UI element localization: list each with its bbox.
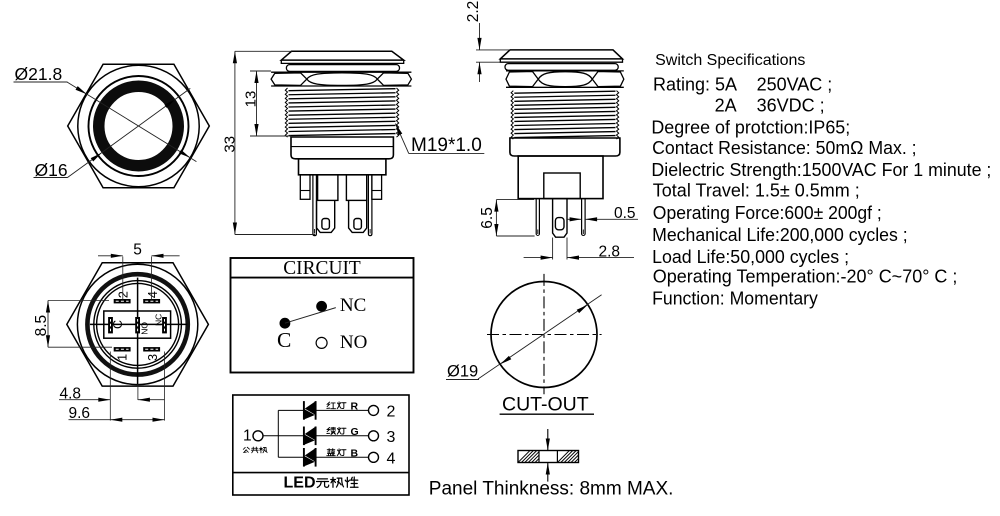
svg-text:2: 2 [387,404,396,421]
svg-text:2.2: 2.2 [465,1,482,23]
svg-text:36VDC ;: 36VDC ; [757,96,825,116]
svg-text:CIRCUIT: CIRCUIT [283,258,361,279]
svg-text:Dielectric Strength:1500VAC Fo: Dielectric Strength:1500VAC For 1 minute… [651,160,991,180]
svg-text:Panel Thinkness: 8mm MAX.: Panel Thinkness: 8mm MAX. [429,478,674,499]
svg-text:3: 3 [387,429,396,446]
svg-text:3: 3 [146,354,160,361]
svg-text:LED: LED [284,475,316,492]
svg-text:250VAC ;: 250VAC ; [757,74,833,94]
svg-text:4.8: 4.8 [60,386,82,403]
svg-text:CUT-OUT: CUT-OUT [502,394,589,416]
svg-text:Ø19: Ø19 [447,363,478,381]
svg-text:Operating Force:600± 200gf ;: Operating Force:600± 200gf ; [653,203,882,223]
svg-text:Load Life:50,000 cycles ;: Load Life:50,000 cycles ; [652,247,849,267]
svg-text:Rating: 5A: Rating: 5A [653,74,737,94]
svg-text:Contact Resistance: 50mΩ Max.: Contact Resistance: 50mΩ Max. ; [652,138,917,158]
svg-text:R: R [351,401,359,413]
svg-text:Ø21.8: Ø21.8 [15,64,63,84]
svg-text:9.6: 9.6 [69,405,91,422]
svg-text:M19*1.0: M19*1.0 [411,135,482,156]
svg-text:6.5: 6.5 [479,207,496,229]
svg-text:13: 13 [242,91,259,108]
svg-text:C: C [111,320,125,329]
svg-text:0.5: 0.5 [614,205,636,222]
svg-text:G: G [351,426,359,438]
svg-text:Degree of protction:IP65;: Degree of protction:IP65; [651,118,850,138]
svg-text:NO: NO [140,322,150,335]
svg-text:4: 4 [146,291,160,298]
svg-text:4: 4 [387,451,396,468]
svg-text:Function: Momentary: Function: Momentary [652,289,818,309]
svg-text:NC: NC [154,314,164,326]
svg-text:Mechanical Life:200,000 cycles: Mechanical Life:200,000 cycles ; [652,225,908,245]
svg-text:2: 2 [117,291,131,298]
svg-text:33: 33 [221,136,238,153]
svg-text:NC: NC [340,295,366,316]
svg-text:1: 1 [116,354,130,361]
svg-text:2A: 2A [715,96,737,116]
svg-text:Operating Temperation:-20° C~7: Operating Temperation:-20° C~70° C ; [653,267,958,287]
svg-text:1: 1 [243,427,252,444]
svg-text:Switch Specifications: Switch Specifications [655,52,805,69]
svg-text:5: 5 [133,241,142,258]
svg-text:2.8: 2.8 [599,243,621,260]
svg-text:NO: NO [340,332,367,353]
svg-text:Total Travel: 1.5± 0.5mm ;: Total Travel: 1.5± 0.5mm ; [653,181,860,201]
svg-text:Ø16: Ø16 [35,160,68,180]
svg-text:B: B [351,448,359,460]
svg-text:8.5: 8.5 [33,315,50,337]
svg-text:C: C [277,328,291,352]
